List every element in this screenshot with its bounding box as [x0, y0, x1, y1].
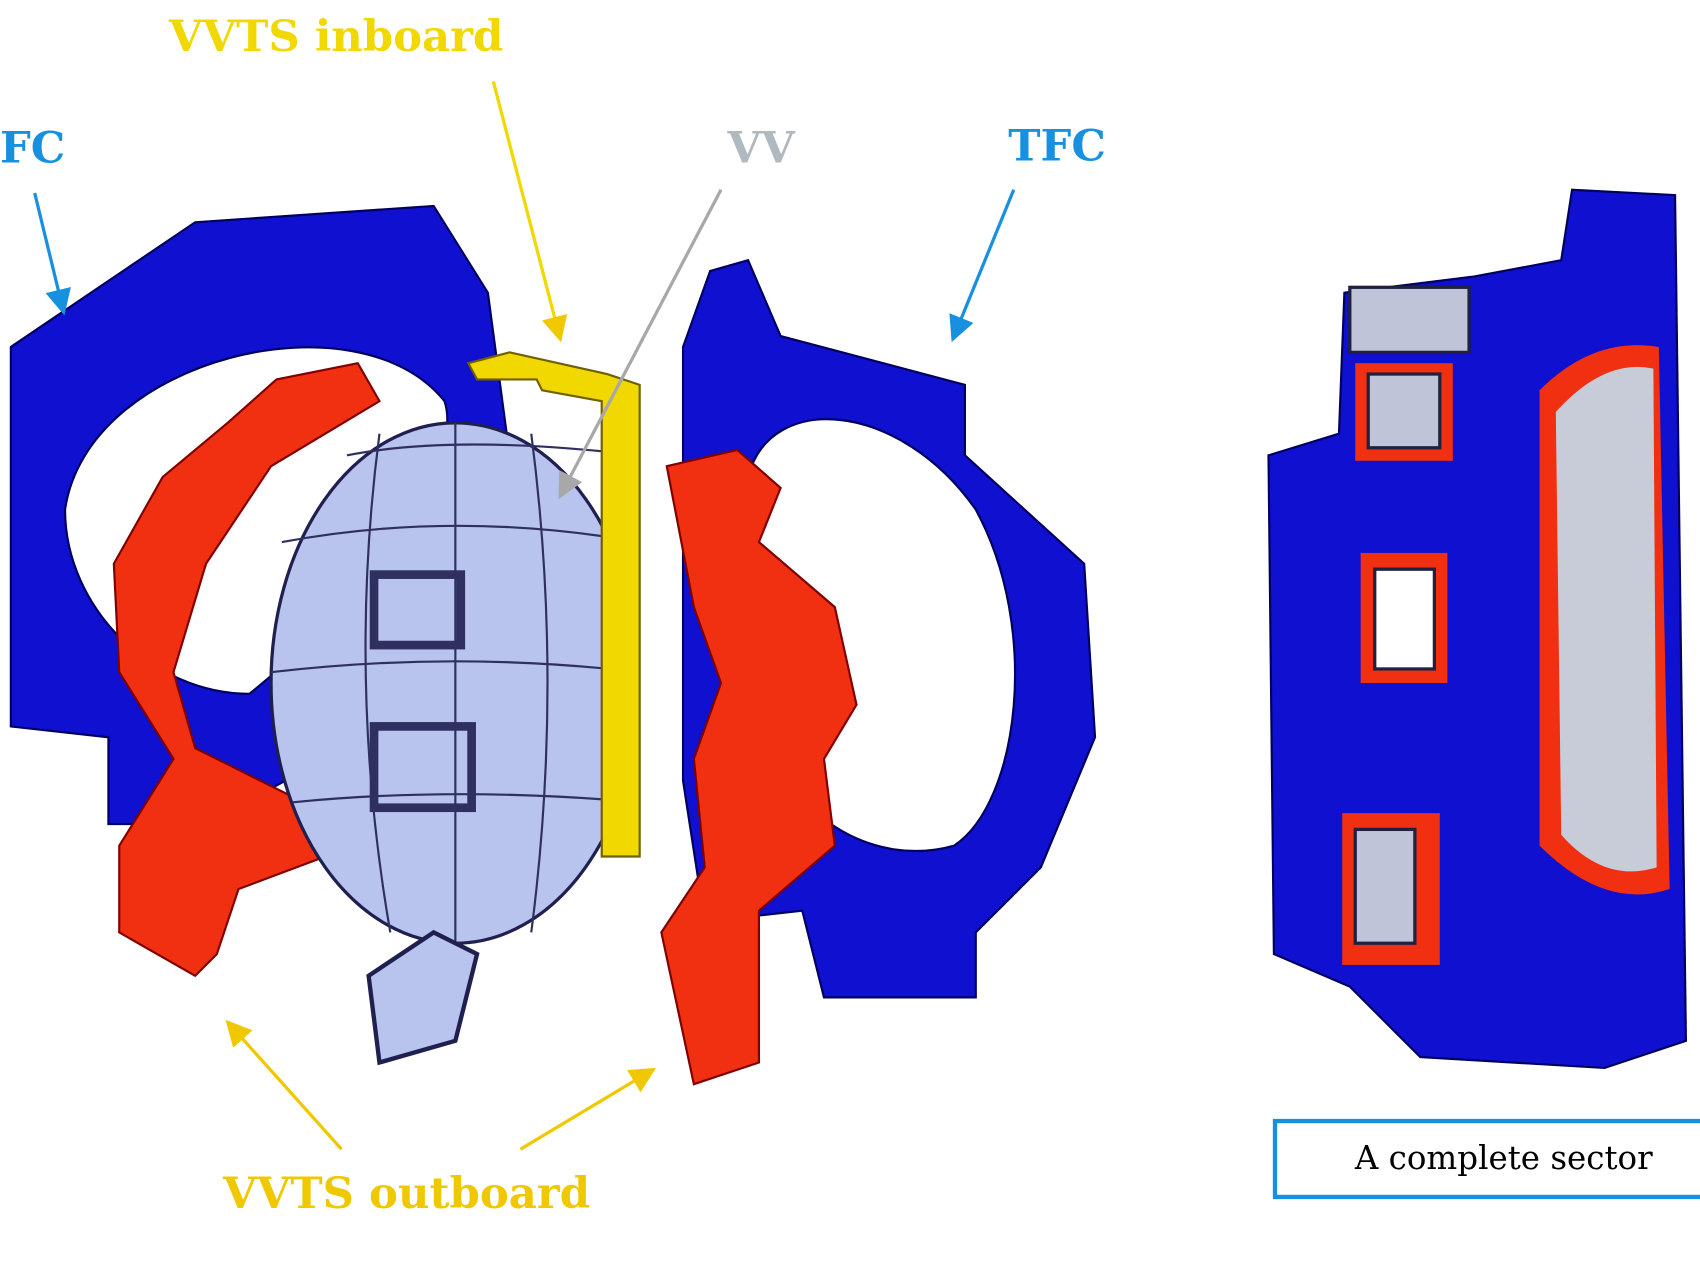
vv-arrow — [558, 188, 723, 500]
complete-sector-caption: A complete sector — [1354, 1139, 1653, 1177]
complete-sector-caption-box — [1272, 1118, 1700, 1200]
vvts-inboard — [466, 351, 641, 858]
tfc-arrow — [949, 189, 1016, 343]
lower-port — [366, 929, 480, 1066]
vvts-outboard-left — [112, 361, 381, 978]
vv-label: VV — [726, 123, 796, 174]
vvts-outboard-right — [660, 448, 858, 1086]
tfc-label: TFC — [1008, 120, 1106, 171]
complete-sector — [1267, 188, 1687, 1070]
vvts-outboard-arrow-right — [519, 1067, 657, 1151]
vvts-outboard-label: VVTS outboard — [222, 1168, 590, 1219]
vvts-inboard-label: VVTS inboard — [168, 11, 503, 62]
vvts-inboard-arrow — [491, 80, 568, 343]
vvts-outboard-arrow-left — [225, 1019, 343, 1151]
fc-label: FC — [0, 123, 65, 174]
vacuum-vessel — [269, 421, 603, 945]
fc-arrow — [33, 192, 71, 316]
